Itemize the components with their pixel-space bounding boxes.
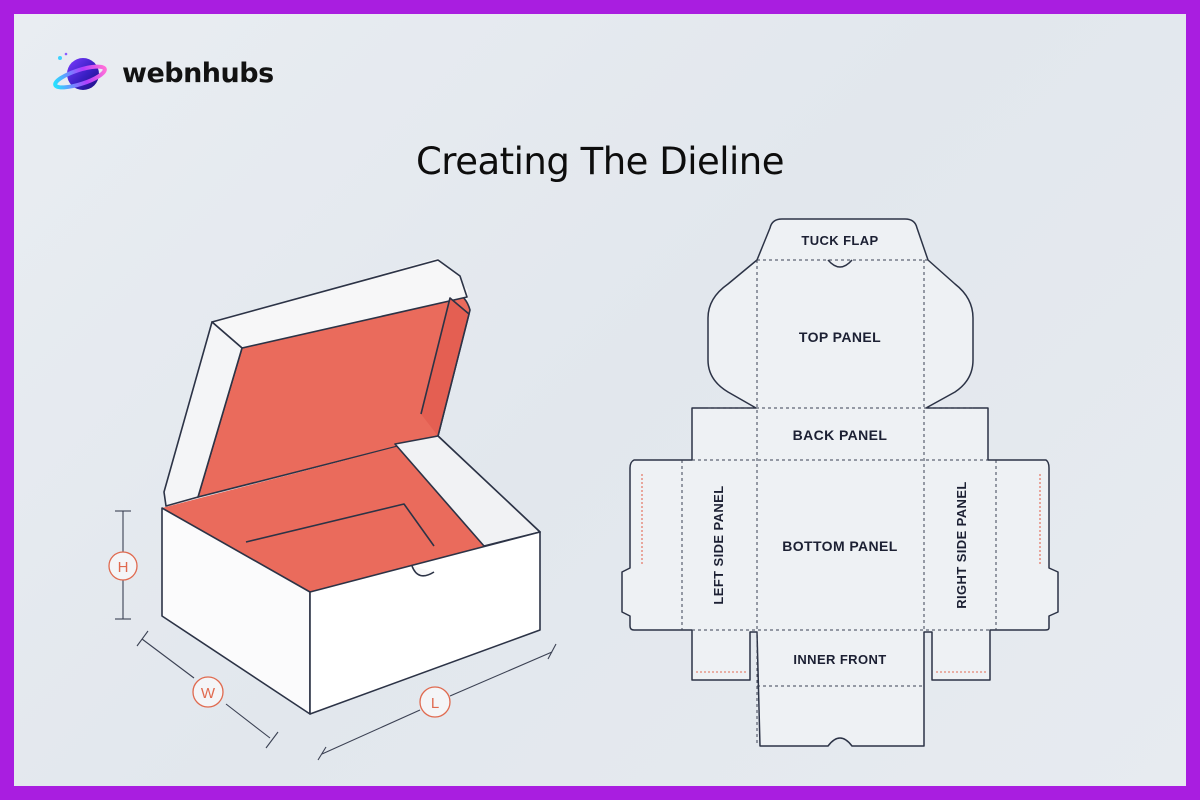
box-illustration [161,258,541,715]
brand-logo[interactable]: webnhubs [50,50,274,96]
box-front-right-wall [309,531,541,715]
floor-fold-line [245,503,435,547]
tuck-flap-notch [827,259,853,268]
svg-text:H: H [118,559,129,576]
inner-front-label: INNER FRONT [793,652,886,667]
right-side-panel-label: RIGHT SIDE PANEL [954,481,969,609]
brand-name: webnhubs [122,57,274,89]
diagram-canvas: H W L [108,218,1059,761]
svg-text:W: W [201,685,216,702]
width-marker: W [192,676,224,708]
top-panel-label: TOP PANEL [799,329,881,345]
dieline-outline [621,218,1059,747]
canvas: webnhubs Creating The Dieline [14,14,1186,786]
lid-left-flap [163,321,243,507]
planet-icon [53,52,107,90]
svg-text:L: L [431,695,439,712]
left-side-panel-label: LEFT SIDE PANEL [711,485,726,604]
front-tuck-notch [411,565,435,577]
dieline: TUCK FLAP TOP PANEL BACK PANEL BOTTOM PA… [621,218,1059,747]
fold-lines [681,259,997,746]
length-marker: L [419,686,451,718]
page-title: Creating The Dieline [415,140,785,183]
tuck-flap-label: TUCK FLAP [801,233,878,248]
glue-lines [641,474,1041,673]
back-panel-label: BACK PANEL [793,427,888,443]
dimension-markers [115,510,557,761]
bottom-panel-label: BOTTOM PANEL [782,538,898,554]
lid-right-crease [420,297,470,437]
height-marker: H [108,551,138,581]
